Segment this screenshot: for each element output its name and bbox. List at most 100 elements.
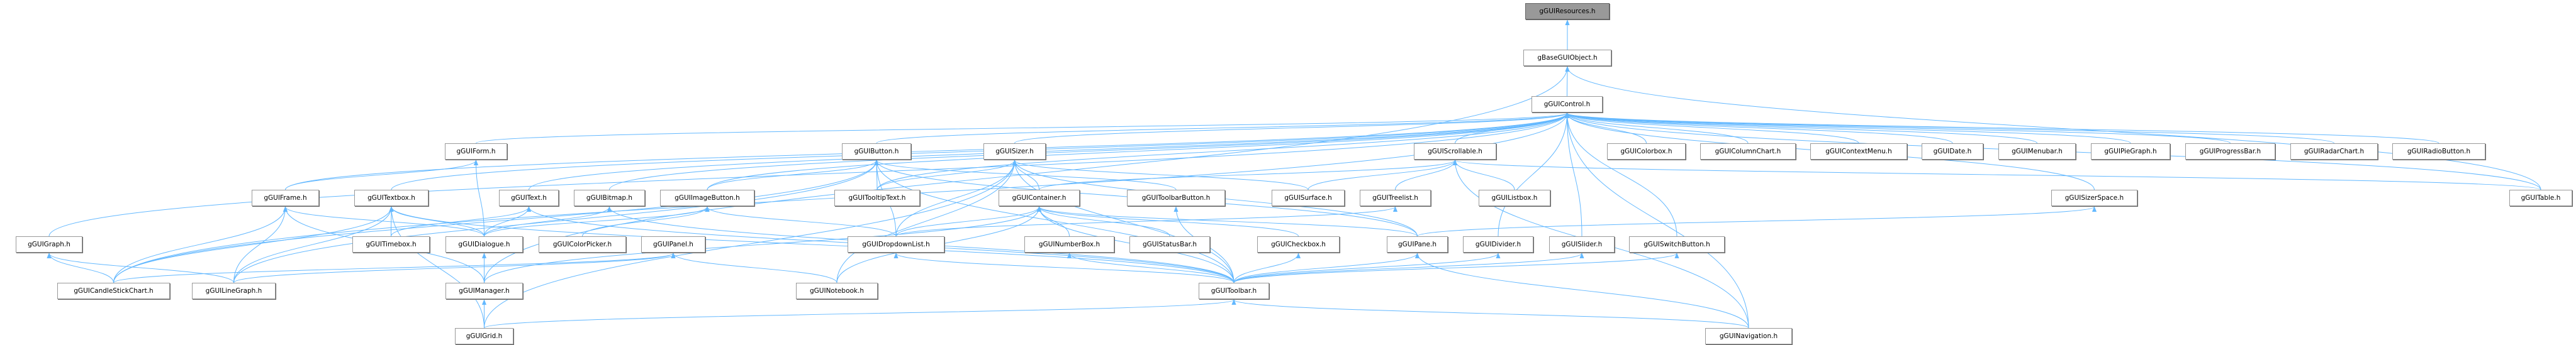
edge-linegraph-to-graph (47, 253, 234, 283)
edge-toolbar-to-pane (1233, 253, 1420, 283)
node-form[interactable]: gGUIForm.h (445, 143, 507, 160)
node-tooltiptext[interactable]: gGUITooltipText.h (834, 190, 920, 206)
node-contextmenu[interactable]: gGUIContextMenu.h (1810, 143, 1907, 160)
edge-candlestick-to-frame (113, 206, 288, 283)
node-control[interactable]: gGUIControl.h (1532, 96, 1603, 112)
node-imagebutton[interactable]: gGUIImageButton.h (660, 190, 754, 206)
node-bitmap[interactable]: gGUIBitmap.h (574, 190, 645, 206)
node-colorpicker[interactable]: gGUIColorPicker.h (539, 236, 626, 253)
edge-treelist-to-scrollable (1395, 160, 1458, 190)
node-columnchart[interactable]: gGUIColumnChart.h (1700, 143, 1796, 160)
edge-toolbar-to-textbox (389, 206, 1235, 283)
edge-notebook-to-sizer (836, 160, 1017, 283)
node-switchbutton[interactable]: gGUISwitchButton.h (1629, 236, 1725, 253)
node-button[interactable]: gGUIButton.h (842, 143, 911, 160)
node-scrollable[interactable]: gGUIScrollable.h (1414, 143, 1496, 160)
node-divider[interactable]: gGUIDivider.h (1463, 236, 1533, 253)
edge-surface-to-scrollable (1308, 160, 1458, 190)
edge-dialogue-to-imagebutton (484, 206, 710, 237)
node-date[interactable]: gGUIDate.h (1922, 143, 1983, 160)
node-progressbar[interactable]: gGUIProgressBar.h (2185, 143, 2275, 160)
node-toolbar[interactable]: gGUIToolbar.h (1199, 283, 1269, 299)
edge-date-to-control (1565, 112, 1953, 144)
edge-dropdown-to-treelist (895, 206, 1397, 237)
node-slider[interactable]: gGUISlider.h (1549, 236, 1615, 253)
node-linegraph[interactable]: gGUILineGraph.h (192, 283, 276, 299)
edge-dialogue-to-form (473, 160, 484, 237)
edge-grid-to-textbox (389, 206, 484, 329)
node-statusbar[interactable]: gGUIStatusBar.h (1129, 236, 1210, 253)
edge-dialogue-to-frame (283, 206, 484, 237)
node-checkbox[interactable]: gGUICheckbox.h (1257, 236, 1340, 253)
edge-imagebutton-to-button (707, 160, 879, 190)
edge-navigation-to-pane (1414, 253, 1749, 329)
edge-switchbutton-to-control (1564, 112, 1677, 237)
edge-candlestick-to-textbox (113, 206, 394, 283)
edge-toolbar-to-sizer (1012, 160, 1235, 283)
edge-tooltiptext-to-sizer (876, 160, 1017, 190)
node-toolbarbutton[interactable]: gGUIToolbarButton.h (1127, 190, 1225, 206)
edge-manager-to-container (484, 206, 1041, 283)
node-resources[interactable]: gGUIResources.h (1525, 3, 1610, 19)
node-panel[interactable]: gGUIPanel.h (641, 236, 705, 253)
edge-toolbarbutton-to-button (874, 160, 1177, 190)
node-base[interactable]: gBaseGUIObject.h (1523, 50, 1611, 66)
edge-dialogue-to-textbox (389, 206, 484, 237)
edge-radarchart-to-control (1565, 112, 2334, 144)
edge-form-to-control (476, 112, 1569, 144)
edge-checkbox-to-container (1037, 206, 1299, 237)
edge-toolbar-to-switchbutton (1233, 253, 1679, 283)
node-candlestick[interactable]: gGUICandleStickChart.h (57, 283, 170, 299)
node-text[interactable]: gGUIText.h (499, 190, 559, 206)
edge-container-to-scrollable (1039, 160, 1457, 190)
edge-graph-to-control (48, 112, 1569, 237)
node-listbox[interactable]: gGUIListbox.h (1479, 190, 1550, 206)
edge-frame-to-form (285, 160, 478, 190)
node-timebox[interactable]: gGUITimebox.h (352, 236, 430, 253)
edge-bitmap-to-control (609, 112, 1569, 190)
node-dialogue[interactable]: gGUIDialogue.h (445, 236, 523, 253)
edge-contextmenu-to-control (1565, 112, 1859, 144)
node-radiobutton[interactable]: gGUIRadioButton.h (2392, 143, 2485, 160)
node-dropdown[interactable]: gGUIDropdownList.h (848, 236, 944, 253)
edge-surface-to-sizer (1012, 160, 1309, 190)
node-colorbox[interactable]: gGUIColorbox.h (1607, 143, 1686, 160)
edge-piegraph-to-control (1565, 112, 2131, 144)
edge-text-to-control (529, 112, 1569, 190)
node-treelist[interactable]: gGUITreelist.h (1360, 190, 1431, 206)
node-menubar[interactable]: gGUIMenubar.h (1998, 143, 2076, 160)
node-textbox[interactable]: gGUITextbox.h (354, 190, 428, 206)
edge-toolbar-to-dropdown (893, 253, 1235, 283)
edge-candlestick-to-button (113, 160, 879, 283)
edge-columnchart-to-control (1564, 112, 1749, 144)
node-container[interactable]: gGUIContainer.h (999, 190, 1080, 206)
edge-pane-to-sizerspace (1417, 206, 2097, 237)
node-radarchart[interactable]: gGUIRadarChart.h (2290, 143, 2378, 160)
node-sizer[interactable]: gGUISizer.h (983, 143, 1046, 160)
node-navigation[interactable]: gGUINavigation.h (1705, 328, 1792, 344)
node-sizerspace[interactable]: gGUISizerSpace.h (2051, 190, 2137, 206)
node-piegraph[interactable]: gGUIPieGraph.h (2091, 143, 2170, 160)
edge-toolbar-to-checkbox (1233, 253, 1301, 283)
edge-slider-to-control (1564, 112, 1582, 237)
edge-timebox-to-text (391, 206, 532, 237)
edge-progressbar-to-control (1565, 112, 2231, 144)
node-pane[interactable]: gGUIPane.h (1387, 236, 1448, 253)
node-manager[interactable]: gGUIManager.h (445, 283, 523, 299)
edge-linegraph-to-button (233, 160, 879, 283)
node-numberbox[interactable]: gGUINumberBox.h (1024, 236, 1114, 253)
node-surface[interactable]: gGUISurface.h (1272, 190, 1345, 206)
node-grid[interactable]: gGUIGrid.h (455, 328, 513, 344)
node-table[interactable]: gGUITable.h (2509, 190, 2572, 206)
edge-toolbar-to-slider (1233, 253, 1584, 283)
node-graph[interactable]: gGUIGraph.h (16, 236, 82, 253)
edge-notebook-to-panel (671, 253, 837, 283)
edge-candlestick-to-panel (113, 253, 676, 283)
node-notebook[interactable]: gGUINotebook.h (796, 283, 878, 299)
edge-linegraph-to-panel (233, 253, 676, 283)
edge-menubar-to-control (1565, 112, 2037, 144)
node-frame[interactable]: gGUIFrame.h (252, 190, 319, 206)
edge-dropdown-to-imagebutton (705, 206, 897, 237)
edge-radiobutton-to-control (1565, 112, 2439, 144)
